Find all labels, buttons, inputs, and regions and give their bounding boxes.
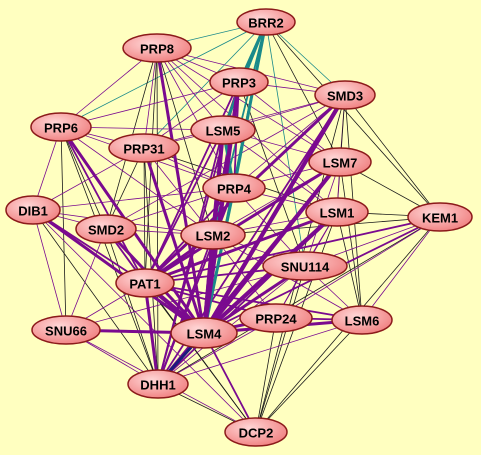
edge-dib1-dhh1 [32, 209, 159, 385]
edge-brr2-lsm7 [265, 21, 341, 163]
edge-lsm2-lsm4 [201, 232, 216, 336]
node-dhh1[interactable]: DHH1 [127, 369, 189, 399]
node-prp6[interactable]: PRP6 [30, 112, 92, 142]
edge-lsm7-lsm6 [339, 161, 363, 321]
edge-smd2-snu66 [65, 228, 107, 331]
edge-kem1-dhh1 [157, 216, 441, 385]
node-prp8[interactable]: PRP8 [122, 33, 192, 63]
node-shape [262, 251, 348, 281]
edge-brr2-prp6 [60, 21, 267, 128]
node-kem1[interactable]: KEM1 [407, 202, 473, 232]
node-shape [75, 214, 137, 244]
node-pat1[interactable]: PAT1 [115, 268, 175, 298]
node-shape [308, 147, 372, 177]
node-shape [127, 369, 189, 399]
node-shape [5, 195, 61, 225]
edge-smd3-lsm4 [201, 92, 348, 336]
node-shape [31, 315, 101, 345]
edge-lsm1-lsm6 [336, 211, 363, 321]
edge-lsm6-dhh1 [157, 319, 363, 385]
edge-prp24-dcp2 [255, 317, 277, 433]
edge-prp3-lsm7 [238, 81, 341, 163]
node-lsm4[interactable]: LSM4 [170, 317, 238, 349]
edge-smd3-kem1 [344, 94, 441, 218]
node-shape [202, 173, 266, 203]
node-lsm5[interactable]: LSM5 [190, 115, 256, 145]
edge-lsm6-dcp2 [255, 319, 363, 433]
edge-kem1-lsm6 [361, 216, 441, 321]
node-shape [331, 305, 393, 335]
node-shape [170, 317, 238, 349]
node-snu114[interactable]: SNU114 [262, 251, 348, 281]
edge-smd2-dhh1 [105, 228, 159, 385]
edge-lsm1-pat1 [143, 210, 339, 285]
edge-prp4-dib1 [32, 187, 235, 211]
node-lsm2[interactable]: LSM2 [180, 220, 246, 250]
edge-brr2-kem1 [265, 21, 441, 218]
node-lsm1[interactable]: LSM1 [305, 197, 369, 227]
edge-prp8-lsm4 [155, 46, 206, 335]
edge-prp3-prp6 [60, 81, 240, 128]
node-prp24[interactable]: PRP24 [239, 303, 313, 333]
node-shape [108, 133, 180, 163]
node-brr2[interactable]: BRR2 [236, 8, 296, 36]
edge-kem1-prp24 [275, 216, 441, 319]
node-smd3[interactable]: SMD3 [314, 80, 376, 110]
edge-prp8-dhh1 [156, 47, 159, 385]
edge-prp6-snu66 [60, 126, 67, 331]
node-lsm7[interactable]: LSM7 [308, 147, 372, 177]
edge-kem1-lsm2 [212, 216, 441, 236]
edge-prp6-smd2 [60, 126, 107, 230]
node-prp4[interactable]: PRP4 [202, 173, 266, 203]
edge-pat1-dcp2 [144, 282, 257, 433]
node-shape [239, 303, 313, 333]
edge-prp8-prp31 [143, 47, 158, 149]
edge-snu114-dcp2 [255, 265, 306, 433]
edge-prp8-prp6 [60, 47, 158, 128]
node-shape [236, 8, 296, 36]
edge-prp31-lsm4 [142, 146, 206, 335]
edge-lsm7-lsm4 [201, 159, 343, 336]
edge-pat1-dhh1 [143, 281, 160, 386]
edge-dib1-snu66 [32, 209, 67, 331]
edge-brr2-prp31 [143, 21, 267, 149]
node-shape [407, 202, 473, 232]
node-prp31[interactable]: PRP31 [108, 133, 180, 163]
edge-dib1-lsm4 [31, 208, 206, 335]
node-shape [209, 67, 269, 97]
edge-prp31-dhh1 [143, 147, 159, 385]
node-shape [190, 115, 256, 145]
edge-prp6-dhh1 [60, 126, 159, 385]
edge-dib1-dcp2 [32, 209, 257, 433]
edge-brr2-prp4 [232, 20, 268, 190]
node-shape [122, 33, 192, 63]
node-shape [314, 80, 376, 110]
node-shape [305, 197, 369, 227]
edge-lsm4-dcp2 [203, 332, 257, 433]
node-shape [115, 268, 175, 298]
node-shape [180, 220, 246, 250]
node-dcp2[interactable]: DCP2 [224, 417, 288, 447]
edge-prp6-lsm2 [60, 126, 214, 236]
node-prp3[interactable]: PRP3 [209, 67, 269, 97]
edge-prp31-pat1 [143, 147, 146, 284]
node-shape [224, 417, 288, 447]
node-lsm6[interactable]: LSM6 [331, 305, 393, 335]
node-snu66[interactable]: SNU66 [31, 315, 101, 345]
node-shape [30, 112, 92, 142]
node-smd2[interactable]: SMD2 [75, 214, 137, 244]
edge-lsm7-pat1 [143, 160, 342, 285]
node-dib1[interactable]: DIB1 [5, 195, 61, 225]
